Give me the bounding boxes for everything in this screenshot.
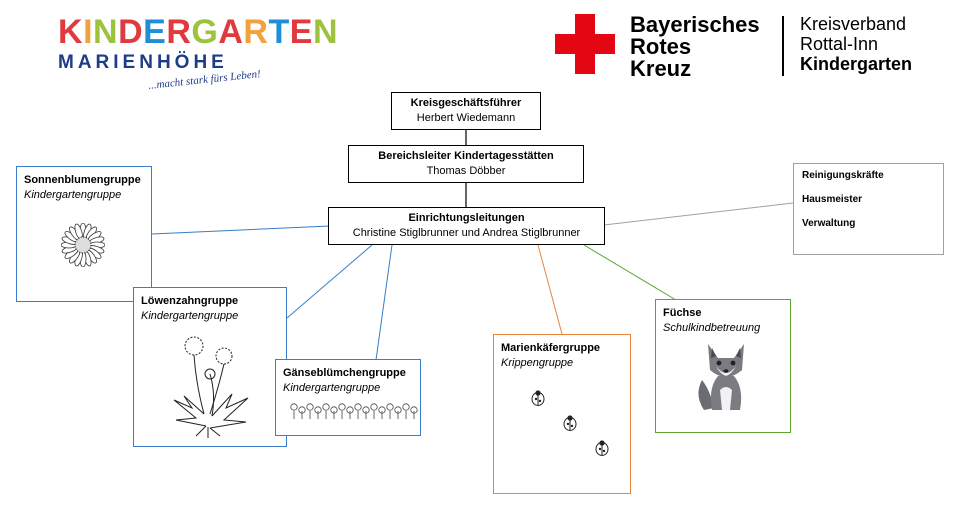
group-type: Krippengruppe — [501, 357, 574, 369]
fox-icon — [698, 344, 744, 410]
facility-lead-name: Christine Stiglbrunner und Andrea Stiglb… — [352, 227, 581, 239]
group-fuechse: Füchse Schulkindbetreuung — [655, 299, 791, 433]
brk-divider — [782, 16, 784, 76]
logo-letter: D — [118, 13, 144, 51]
group-gaenseblumchen: Gänseblümchengruppe Kindergartengruppe — [275, 359, 421, 436]
ladybug-icon — [595, 440, 609, 456]
red-cross-icon — [555, 14, 615, 74]
logo-letter: A — [218, 13, 244, 51]
brk-logo: Bayerisches Rotes Kreuz Kreisverband Rot… — [555, 14, 935, 80]
staff-item: Hausmeister — [802, 194, 863, 205]
ceo-name: Herbert Wiedemann — [416, 112, 516, 124]
group-sonnenblumen: Sonnenblumengruppe Kindergartengruppe — [16, 166, 152, 302]
logo-letter: G — [191, 13, 219, 51]
group-loewenzahn: Löwenzahngruppe Kindergartengruppe — [133, 287, 287, 447]
logo-letter: T — [268, 13, 290, 51]
group-name: Marienkäfergruppe — [501, 342, 601, 354]
logo-letter: R — [243, 13, 269, 51]
logo-letter: N — [312, 13, 338, 51]
logo-letter: R — [166, 13, 192, 51]
brk-name-line: Bayerisches — [630, 12, 760, 37]
group-marienkaefer: Marienkäfergruppe Krippengruppe — [493, 334, 631, 494]
brk-name-line: Rotes — [630, 34, 692, 59]
logo-letter: E — [289, 13, 313, 51]
brk-name-line: Kreuz — [630, 56, 692, 81]
brk-unit: Kreisverband Rottal-Inn Kindergarten — [800, 14, 912, 74]
area-lead-title: Bereichsleiter Kindertagesstätten — [378, 150, 554, 162]
daisy-row-icon — [290, 403, 418, 419]
staff-item: Reinigungskräfte — [802, 170, 884, 181]
group-type: Kindergartengruppe — [141, 310, 239, 322]
logo-title: KINDERGARTEN — [58, 13, 337, 51]
staff-item: Verwaltung — [802, 218, 856, 229]
group-name: Löwenzahngruppe — [141, 295, 239, 307]
ladybug-icon — [563, 415, 577, 431]
kindergarten-logo: KINDERGARTEN MARIENHÖHE ...macht stark f… — [58, 13, 337, 94]
ladybug-icon — [531, 390, 545, 406]
group-name: Füchse — [663, 307, 702, 319]
logo-letter: K — [58, 13, 84, 51]
ceo-box: Kreisgeschäftsführer Herbert Wiedemann — [391, 92, 541, 130]
staff-box: Reinigungskräfte Hausmeister Verwaltung — [793, 163, 944, 255]
area-lead-box: Bereichsleiter Kindertagesstätten Thomas… — [348, 145, 584, 183]
dandelion-icon — [173, 336, 249, 438]
brk-name: Bayerisches Rotes Kreuz — [630, 14, 760, 80]
brk-unit-line: Rottal-Inn — [800, 34, 879, 54]
group-type: Kindergartengruppe — [24, 189, 122, 201]
facility-lead-title: Einrichtungsleitungen — [408, 212, 525, 224]
area-lead-name: Thomas Döbber — [426, 165, 506, 177]
group-type: Schulkindbetreuung — [663, 322, 761, 334]
ceo-title: Kreisgeschäftsführer — [410, 97, 522, 109]
logo-letter: E — [143, 13, 167, 51]
facility-lead-box: Einrichtungsleitungen Christine Stiglbru… — [328, 207, 605, 245]
group-name: Sonnenblumengruppe — [24, 174, 141, 186]
brk-unit-line: Kindergarten — [800, 54, 913, 74]
logo-letter: I — [83, 13, 94, 51]
brk-unit-line: Kreisverband — [800, 14, 907, 34]
group-type: Kindergartengruppe — [283, 382, 381, 394]
sunflower-icon — [61, 223, 105, 267]
logo-letter: N — [93, 13, 119, 51]
logo-subtitle: MARIENHÖHE — [58, 52, 228, 73]
group-name: Gänseblümchengruppe — [283, 367, 406, 379]
